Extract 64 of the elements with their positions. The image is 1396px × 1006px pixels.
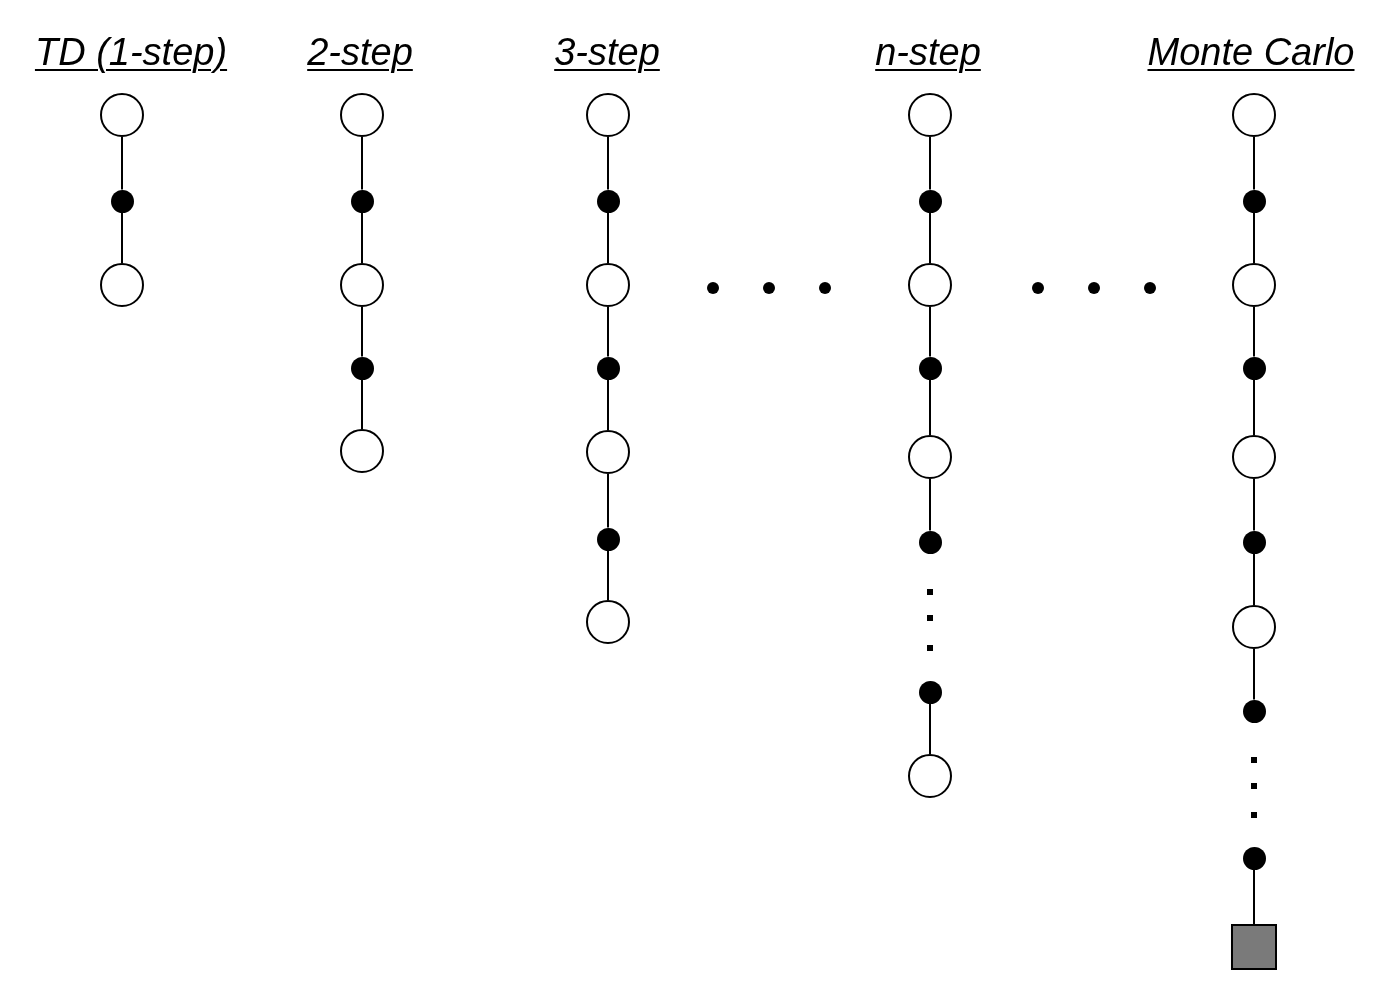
connector-line — [1253, 648, 1255, 701]
state-circle — [908, 263, 952, 307]
action-dot — [1242, 699, 1266, 723]
action-dot — [918, 189, 942, 213]
action-dot — [596, 356, 620, 380]
action-dot — [918, 680, 942, 704]
state-circle — [1232, 263, 1276, 307]
connector-line — [361, 136, 363, 191]
connector-line — [929, 306, 931, 358]
connector-line — [1253, 211, 1255, 264]
state-circle — [586, 600, 630, 644]
state-circle — [340, 263, 384, 307]
state-circle — [100, 263, 144, 307]
action-dot — [596, 189, 620, 213]
state-circle — [908, 754, 952, 798]
connector-line — [607, 378, 609, 431]
state-circle — [100, 93, 144, 137]
connector-line — [361, 211, 363, 264]
state-circle — [586, 263, 630, 307]
connector-line — [1253, 378, 1255, 436]
connector-line — [929, 211, 931, 264]
column-heading: 2-step — [307, 32, 413, 74]
connector-line — [1253, 868, 1255, 925]
connector-line — [1253, 478, 1255, 532]
connector-line — [1253, 136, 1255, 191]
state-circle — [340, 429, 384, 473]
connector-line — [929, 136, 931, 191]
action-dot — [1242, 846, 1266, 870]
state-circle — [586, 430, 630, 474]
state-circle — [1232, 435, 1276, 479]
state-circle — [1232, 605, 1276, 649]
connector-line — [121, 136, 123, 191]
state-circle — [908, 93, 952, 137]
state-circle — [340, 93, 384, 137]
action-dot — [350, 356, 374, 380]
state-circle — [908, 435, 952, 479]
connector-line — [1253, 552, 1255, 606]
state-circle — [1232, 93, 1276, 137]
connector-line — [929, 478, 931, 532]
connector-line — [607, 136, 609, 191]
column-heading: Monte Carlo — [1147, 32, 1355, 74]
connector-line — [1253, 306, 1255, 358]
action-dot — [918, 356, 942, 380]
action-dot — [1242, 530, 1266, 554]
action-dot — [1242, 356, 1266, 380]
connector-line — [361, 378, 363, 430]
connector-line — [607, 306, 609, 358]
connector-line — [121, 211, 123, 264]
action-dot — [1242, 189, 1266, 213]
connector-line — [607, 211, 609, 264]
column-heading: 3-step — [554, 32, 660, 74]
column-heading: TD (1-step) — [34, 32, 228, 74]
connector-line — [607, 549, 609, 601]
action-dot — [110, 189, 134, 213]
action-dot — [596, 527, 620, 551]
terminal-square — [1231, 924, 1277, 970]
connector-line — [607, 473, 609, 529]
state-circle — [586, 93, 630, 137]
connector-line — [929, 378, 931, 436]
action-dot — [350, 189, 374, 213]
connector-line — [361, 306, 363, 358]
action-dot — [918, 530, 942, 554]
column-heading: n-step — [875, 32, 981, 74]
connector-line — [929, 702, 931, 755]
